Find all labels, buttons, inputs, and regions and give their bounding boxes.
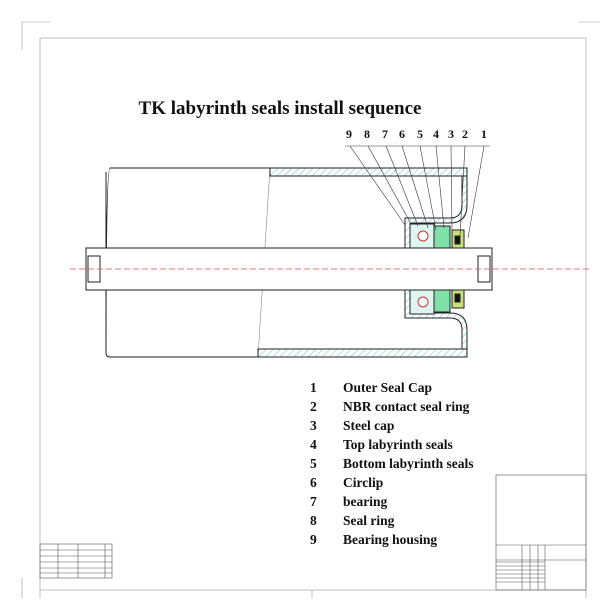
legend-item: 5 Bottom labyrinth seals [310,456,474,475]
legend-num: 8 [310,513,317,528]
legend-label: bearing [343,494,388,509]
legend-item: 3 Steel cap [310,418,474,437]
callout-4: 4 [433,127,439,141]
revision-table [39,543,113,579]
legend-num: 5 [310,456,317,471]
legend-item: 1 Outer Seal Cap [310,380,474,399]
callout-8: 8 [364,127,370,141]
legend-num: 2 [310,399,317,414]
callout-7: 7 [382,127,388,141]
parts-legend: 1 Outer Seal Cap 2 NBR contact seal ring 3… [310,380,474,551]
callout-2: 2 [462,127,468,141]
legend-item: 2 NBR contact seal ring [310,399,474,418]
drawing-title: TK labyrinth seals install sequence [138,98,422,119]
legend-label: Top labyrinth seals [343,437,453,452]
callout-leaders [345,145,490,239]
legend-num: 1 [310,380,317,395]
legend-num: 6 [310,475,317,490]
legend-num: 3 [310,418,317,433]
callout-6: 6 [399,127,405,141]
legend-num: 9 [310,532,317,547]
roller [85,167,493,358]
callout-3: 3 [448,127,454,141]
legend-item: 7 bearing [310,494,474,513]
legend-num: 7 [310,494,317,509]
callout-9: 9 [346,127,352,141]
legend-label: Bearing housing [343,532,438,547]
drawing-frame [21,21,600,598]
callout-1: 1 [481,127,487,141]
legend-label: Bottom labyrinth seals [343,456,474,471]
legend-label: Outer Seal Cap [343,380,433,395]
legend-item: 6 Circlip [310,475,474,494]
legend-label: Seal ring [343,513,395,528]
legend-label: Steel cap [343,418,395,433]
legend-label: NBR contact seal ring [343,399,470,414]
legend-item: 9 Bearing housing [310,532,474,551]
title-block [495,474,587,591]
legend-num: 4 [310,437,317,452]
legend-label: Circlip [343,475,384,490]
legend-item: 4 Top labyrinth seals [310,437,474,456]
callout-5: 5 [417,127,423,141]
legend-item: 8 Seal ring [310,513,474,532]
